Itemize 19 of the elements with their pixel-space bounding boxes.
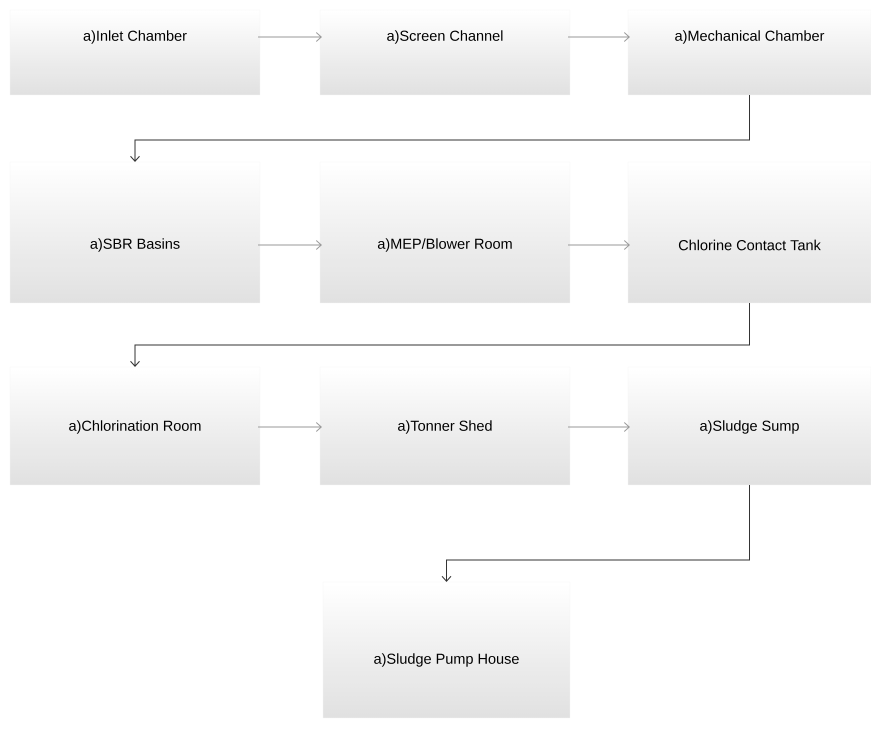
process-box: a)Tonner Shed	[320, 366, 570, 486]
process-box: a)MEP/Blower Room	[320, 162, 570, 304]
arrow	[130, 302, 750, 367]
arrow	[568, 240, 630, 250]
process-box: a)SBR Basins	[10, 162, 260, 304]
process-box: a)Mechanical Chamber	[628, 10, 871, 96]
process-box: a)Sludge Sump	[628, 366, 871, 486]
process-box: a)Chlorination Room	[10, 366, 260, 486]
arrow	[258, 32, 322, 42]
arrow	[258, 240, 322, 250]
arrow	[130, 94, 750, 162]
process-box: a)Inlet Chamber	[10, 10, 260, 96]
process-box: a)Screen Channel	[320, 10, 570, 96]
arrow	[568, 32, 630, 42]
process-box: a)Sludge Pump House	[322, 582, 570, 718]
arrow	[442, 484, 750, 582]
arrow	[258, 422, 322, 432]
arrow	[568, 422, 630, 432]
process-box: Chlorine Contact Tank	[628, 162, 871, 304]
